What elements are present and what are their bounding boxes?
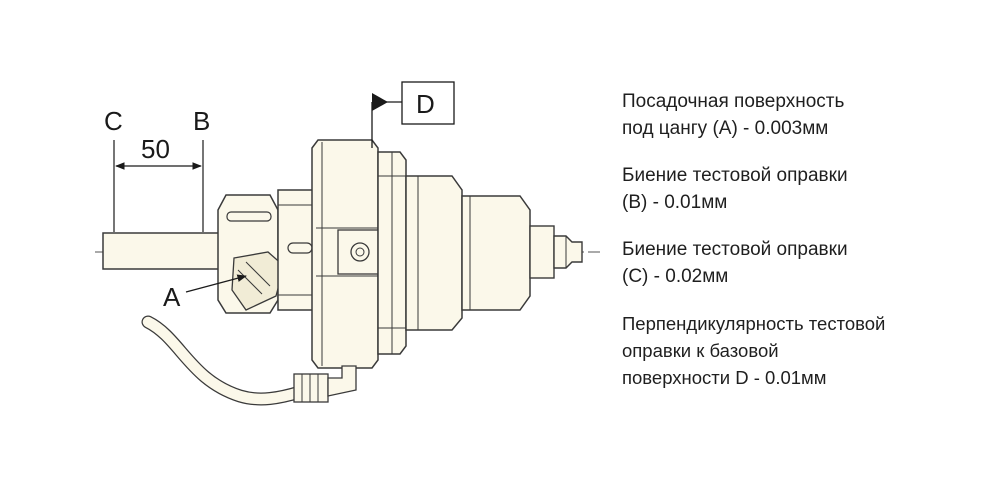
label-a: A: [163, 282, 181, 312]
note-line: (В) - 0.01мм: [622, 192, 728, 213]
label-d: D: [416, 89, 435, 119]
chuck-neck: [277, 189, 317, 311]
note-runout-c: Биение тестовой оправки (С) - 0.02мм: [622, 236, 992, 290]
flange-body: [311, 139, 379, 369]
datum-d: [371, 81, 455, 148]
collet-nut: [217, 194, 285, 314]
note-collet-seat: Посадочная поверхность под цангу (А) - 0…: [622, 88, 992, 142]
note-runout-b: Биение тестовой оправки (В) - 0.01мм: [622, 162, 992, 216]
dimension-50: [113, 140, 204, 232]
note-line: поверхности D - 0.01мм: [622, 367, 827, 388]
spindle-tail: [529, 225, 583, 279]
note-line: Биение тестовой оправки: [622, 165, 848, 186]
rear-housing: [405, 175, 531, 331]
coolant-hose: [141, 315, 357, 406]
leader-a: [185, 274, 247, 293]
note-perpendicularity: Перпендикулярность тестовой оправки к ба…: [622, 310, 992, 391]
note-line: (С) - 0.02мм: [622, 266, 729, 287]
note-line: под цангу (А) - 0.003мм: [622, 118, 829, 139]
label-b: B: [193, 106, 210, 136]
rear-ring: [377, 151, 407, 355]
test-mandrel: [102, 232, 234, 270]
tolerance-notes: Посадочная поверхность под цангу (А) - 0…: [622, 88, 992, 411]
dimension-value: 50: [141, 134, 170, 164]
note-line: Перпендикулярность тестовой: [622, 313, 886, 334]
label-c: C: [104, 106, 123, 136]
note-line: оправки к базовой: [622, 340, 779, 361]
note-line: Биение тестовой оправки: [622, 239, 848, 260]
note-line: Посадочная поверхность: [622, 91, 845, 112]
